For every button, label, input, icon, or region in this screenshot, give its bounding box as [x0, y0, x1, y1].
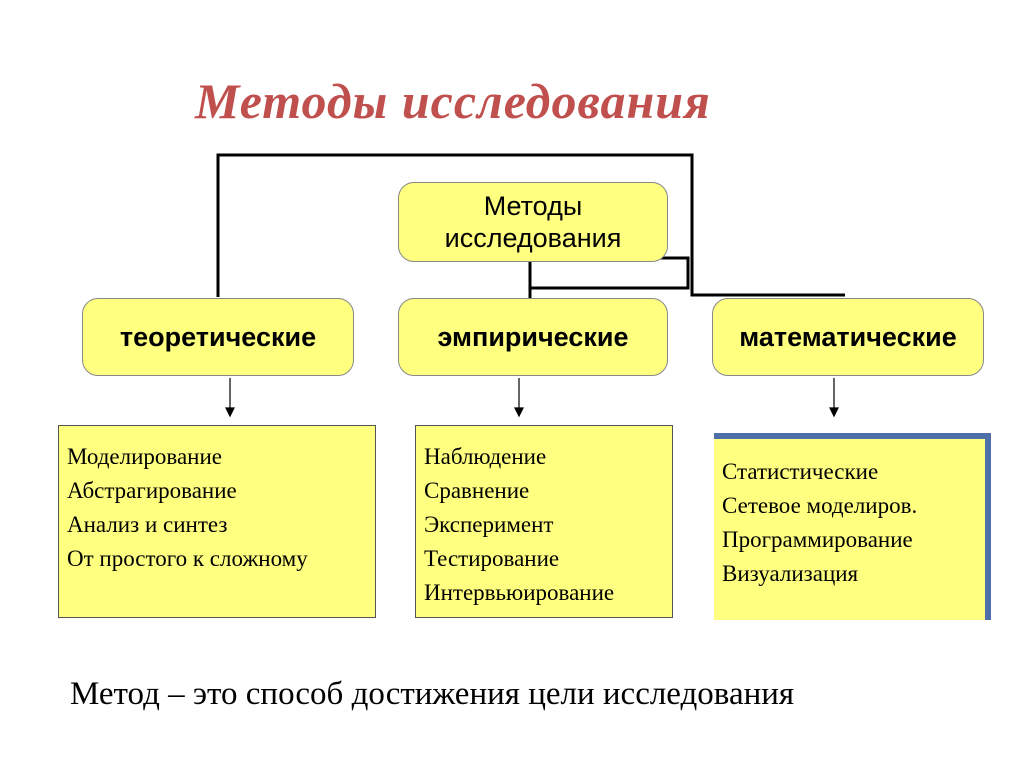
- arrow-icon: [829, 407, 839, 418]
- list-item: Абстрагирование: [67, 478, 237, 503]
- list-item: Интервьюирование: [424, 580, 615, 605]
- category-theoretical: теоретические: [82, 298, 354, 376]
- list-item: От простого к сложному: [67, 546, 308, 571]
- arrow-icon: [225, 407, 235, 418]
- list-mathematical: Статистические Сетевое моделиров. Програ…: [714, 433, 991, 620]
- list-empirical: Наблюдение Сравнение Эксперимент Тестиро…: [415, 425, 673, 618]
- root-line2: исследования: [444, 223, 622, 253]
- category-empirical: эмпирические: [398, 298, 668, 376]
- category-mathematical: математические: [712, 298, 984, 376]
- list-item: Наблюдение: [424, 444, 547, 469]
- list-item: Тестирование: [424, 546, 560, 571]
- arrow-icon: [514, 407, 524, 418]
- category-label: математические: [739, 321, 957, 352]
- list-item: Анализ и синтез: [67, 512, 228, 537]
- list-theoretical: Моделирование Абстрагирование Анализ и с…: [58, 425, 376, 618]
- list-item: Статистические: [722, 459, 879, 484]
- root-line1: Методы: [483, 191, 583, 221]
- connector-theoretical: [216, 153, 845, 297]
- definition-text: Метод – это способ достижения цели иссле…: [70, 676, 795, 712]
- list-item: Сетевое моделиров.: [722, 493, 918, 518]
- list-item: Программирование: [722, 527, 913, 552]
- category-label: теоретические: [119, 321, 317, 352]
- slide-title: Методы исследования: [195, 73, 711, 129]
- category-label: эмпирические: [437, 321, 629, 352]
- list-item: Эксперимент: [424, 512, 554, 537]
- list-item: Моделирование: [67, 444, 223, 469]
- connector-empirical: [528, 256, 690, 290]
- list-item: Сравнение: [424, 478, 530, 503]
- list-item: Визуализация: [722, 561, 859, 586]
